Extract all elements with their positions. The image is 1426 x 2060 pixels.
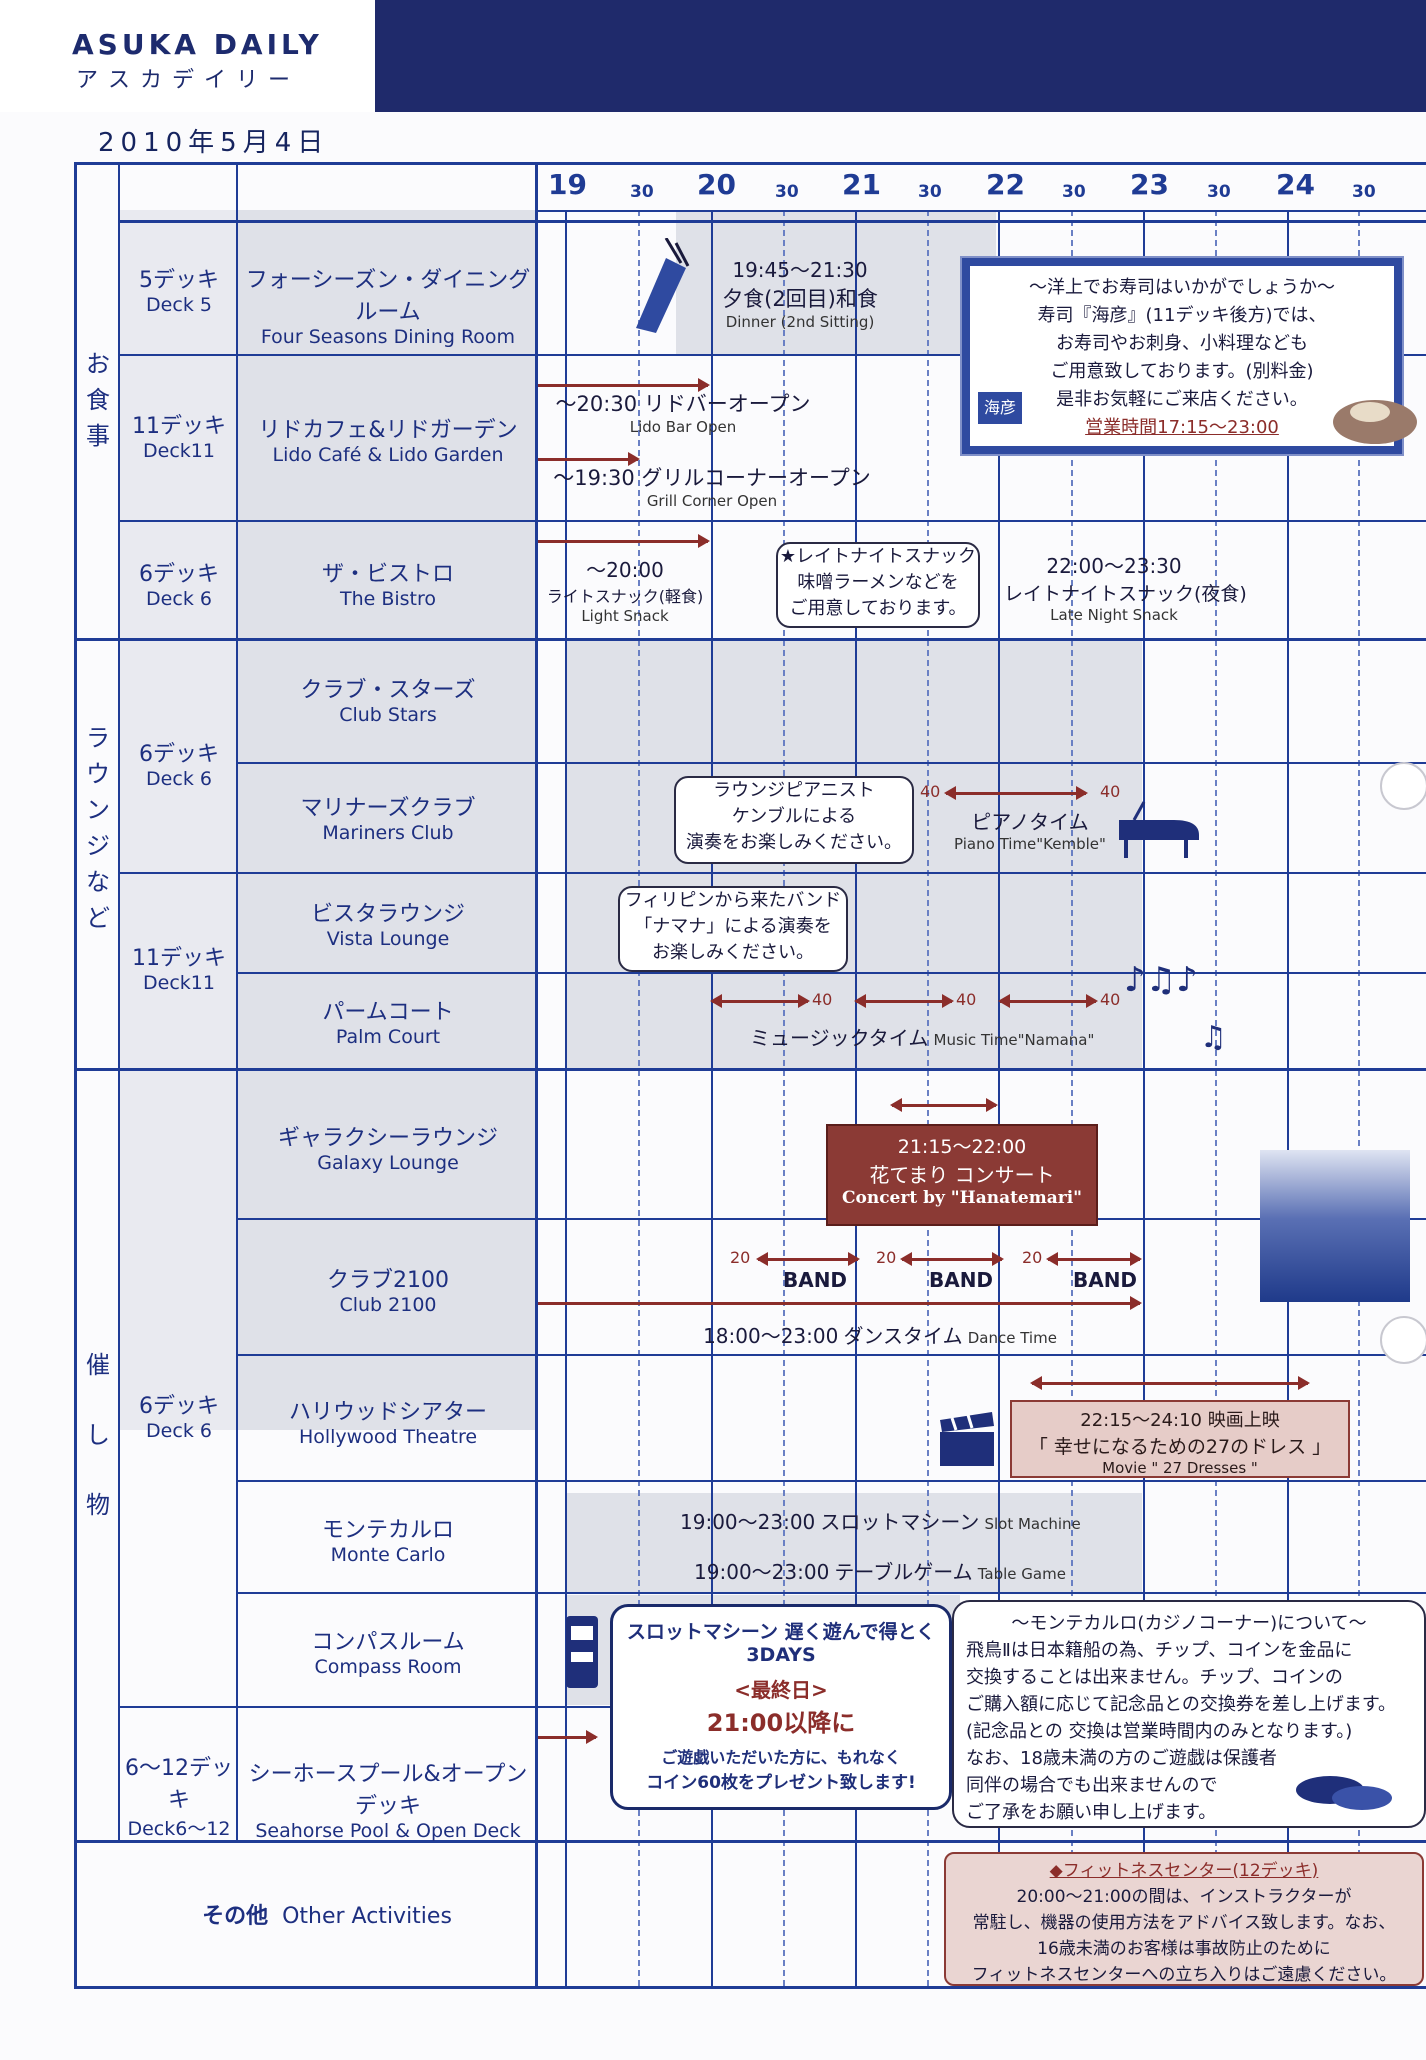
slot-promo-box: スロットマシーン 遅く遊んで得とく3DAYS <最終日> 21:00以降に ご遊… xyxy=(610,1604,952,1810)
time-21: 21 xyxy=(842,168,881,201)
time-23: 23 xyxy=(1130,168,1169,201)
deck-column-shade xyxy=(120,210,237,1430)
chopsticks-icon xyxy=(636,238,690,333)
seahorse-arrow xyxy=(538,1730,598,1744)
piano-end-minute: 40 xyxy=(1100,782,1121,801)
time-2030: 30 xyxy=(775,182,799,202)
band-label-1: BAND xyxy=(782,1268,848,1292)
venue-column-shade xyxy=(238,210,535,1430)
binder-hole-top xyxy=(1380,762,1426,810)
casino-chips-icon xyxy=(1296,1776,1392,1810)
category-events: 催し物 xyxy=(86,1351,110,1519)
music-notes-icon: ♪♫♪ xyxy=(1124,960,1198,1000)
brand-title: ASUKA DAILY xyxy=(72,28,323,61)
slot-machine-icon xyxy=(566,1616,598,1688)
slot-machine-event: 19:00〜23:00 スロットマシーン Slot Machine xyxy=(680,1510,1081,1534)
movie-box: 22:15〜24:10 映画上映 「 幸せになるための27のドレス 」 Movi… xyxy=(1010,1400,1350,1478)
light-snack-event: 〜20:00 ライトスナック(軽食) Light Snack xyxy=(546,558,704,625)
sushi-info-box: 〜洋上でお寿司はいかがでしょうか〜 寿司『海彦』(11デッキ後方)では、 お寿司… xyxy=(960,256,1404,456)
time-22: 22 xyxy=(986,168,1025,201)
band-minute-2: 20 xyxy=(876,1248,897,1267)
music-arrow-2 xyxy=(854,994,954,1008)
band-minute-3: 20 xyxy=(1022,1248,1043,1267)
binder-hole-bottom xyxy=(1380,1316,1426,1364)
piano-icon xyxy=(1119,801,1199,858)
venue-other: その他 Other Activities xyxy=(202,1904,452,1929)
music-minute-2: 40 xyxy=(956,990,977,1009)
concert-box: 21:15〜22:00 花てまり コンサート Concert by "Hanat… xyxy=(826,1124,1098,1226)
music-arrow-1 xyxy=(710,994,810,1008)
movie-arrow xyxy=(1030,1376,1310,1390)
time-2430: 30 xyxy=(1352,182,1376,202)
lido-bar-arrow xyxy=(538,378,710,392)
sushi-sign: 海彦 xyxy=(978,392,1022,424)
piano-start-minute: 40 xyxy=(920,782,941,801)
temple-photo xyxy=(1260,1150,1410,1302)
concert-arrow xyxy=(890,1098,998,1112)
fitness-info-box: ◆フィットネスセンター(12デッキ) 20:00〜21:00の間は、インストラク… xyxy=(944,1852,1424,1986)
table-game-event: 19:00〜23:00 テーブルゲーム Table Game xyxy=(694,1560,1066,1584)
dance-arrow xyxy=(538,1296,1142,1310)
brand-subtitle: アスカデイリー xyxy=(76,68,301,93)
clapperboard-icon xyxy=(940,1412,994,1466)
band-arrow-3 xyxy=(1046,1252,1142,1266)
header-band xyxy=(375,0,1426,112)
band-note: フィリピンから来たバンド「ナマナ」による演奏をお楽しみください。 xyxy=(618,886,848,972)
piano-event: ピアノタイム Piano Time"Kemble" xyxy=(954,810,1106,853)
category-lounge: ラウン ジなど xyxy=(86,724,110,932)
piano-note: ラウンジピアニストケンブルによる演奏をお楽しみください。 xyxy=(674,776,914,864)
time-1930: 30 xyxy=(630,182,654,202)
music-arrow-3 xyxy=(998,994,1098,1008)
grill-event: 〜19:30 グリルコーナーオープン Grill Corner Open xyxy=(553,466,871,510)
band-label-2: BAND xyxy=(928,1268,994,1292)
music-event: ミュージックタイム Music Time"Namana" xyxy=(750,1026,1095,1050)
band-arrow-1 xyxy=(756,1252,860,1266)
time-2230: 30 xyxy=(1062,182,1086,202)
band-minute-1: 20 xyxy=(730,1248,751,1267)
music-note-icon: ♫ xyxy=(1200,1020,1227,1055)
category-dining: お食事 xyxy=(86,350,110,450)
time-2330: 30 xyxy=(1207,182,1231,202)
casino-shade xyxy=(566,1493,1142,1593)
light-snack-arrow xyxy=(538,534,710,548)
time-20: 20 xyxy=(697,168,736,201)
sushi-plate-icon xyxy=(1333,400,1417,444)
dinner-event: 19:45〜21:30 夕食(2回目)和食 Dinner (2nd Sittin… xyxy=(722,258,878,331)
dance-event: 18:00〜23:00 ダンスタイム Dance Time xyxy=(703,1324,1057,1348)
late-snack-event: 22:00〜23:30 レイトナイトスナック(夜食) Late Night Sn… xyxy=(1004,554,1247,624)
late-snack-note: ★レイトナイトスナック味噌ラーメンなどをご用意しております。 xyxy=(776,542,980,628)
music-minute-3: 40 xyxy=(1100,990,1121,1009)
time-19: 19 xyxy=(548,168,587,201)
grill-arrow xyxy=(538,452,640,466)
band-label-3: BAND xyxy=(1072,1268,1138,1292)
lido-bar-event: 〜20:30 リドバーオープン Lido Bar Open xyxy=(555,392,811,436)
piano-arrow xyxy=(944,786,1088,800)
time-2130: 30 xyxy=(918,182,942,202)
time-24: 24 xyxy=(1276,168,1315,201)
dinner-shade xyxy=(676,212,996,354)
issue-date: 2010年5月4日 xyxy=(98,128,330,158)
music-minute-1: 40 xyxy=(812,990,833,1009)
band-arrow-2 xyxy=(900,1252,1004,1266)
